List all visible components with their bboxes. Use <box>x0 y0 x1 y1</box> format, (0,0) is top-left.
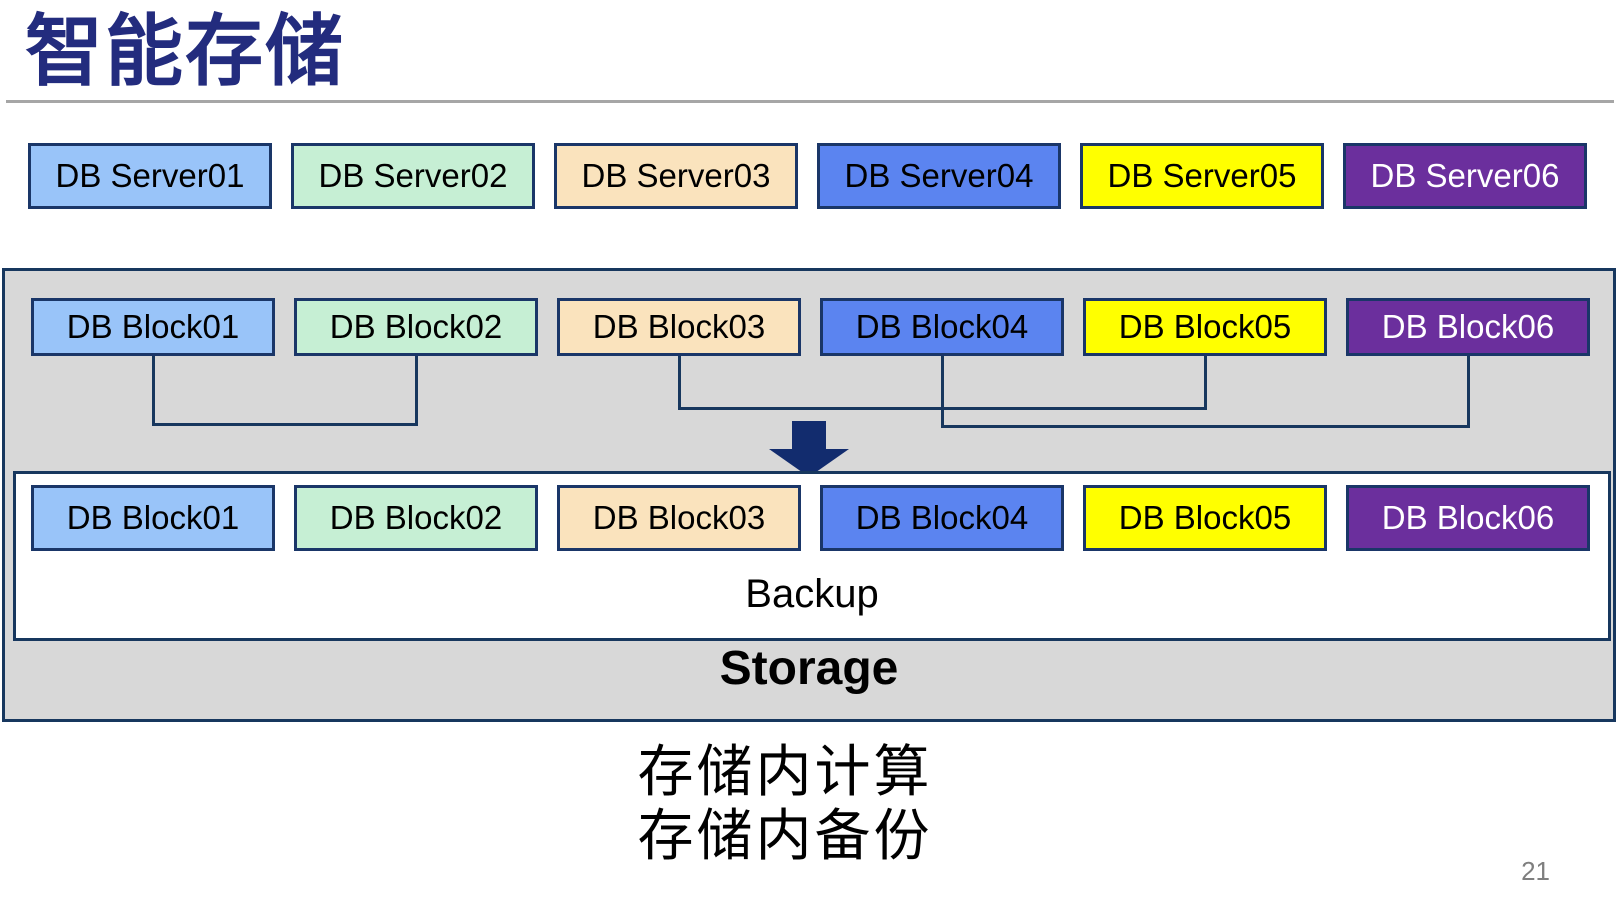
db-block-box: DB Block06 <box>1346 298 1590 356</box>
db-server-box: DB Server05 <box>1080 143 1324 209</box>
server-row: DB Server01 DB Server02 DB Server03 DB S… <box>28 143 1587 209</box>
db-block-box: DB Block04 <box>820 485 1064 551</box>
down-arrow-stem <box>792 421 826 450</box>
db-block-box: DB Block02 <box>294 298 538 356</box>
connector-line <box>152 423 418 426</box>
connector-line <box>415 356 418 426</box>
page-title: 智能存储 <box>25 7 346 95</box>
db-server-box: DB Server02 <box>291 143 535 209</box>
connector-line <box>941 425 1470 428</box>
db-block-box: DB Block05 <box>1083 298 1327 356</box>
db-block-row-source: DB Block01 DB Block02 DB Block03 DB Bloc… <box>31 298 1590 356</box>
db-server-box: DB Server06 <box>1343 143 1587 209</box>
db-block-box: DB Block01 <box>31 298 275 356</box>
connector-line <box>941 356 944 428</box>
caption-line: 存储内计算 <box>637 740 933 803</box>
db-server-box: DB Server04 <box>817 143 1061 209</box>
caption-block: 存储内计算 存储内备份 <box>0 740 1570 868</box>
db-block-box: DB Block02 <box>294 485 538 551</box>
down-arrow-icon <box>769 421 849 477</box>
connector-line <box>152 356 155 426</box>
db-block-box: DB Block05 <box>1083 485 1327 551</box>
db-block-box: DB Block06 <box>1346 485 1590 551</box>
title-divider <box>6 100 1614 103</box>
db-server-box: DB Server01 <box>28 143 272 209</box>
storage-label: Storage <box>719 642 899 695</box>
connector-line <box>1467 356 1470 428</box>
db-server-box: DB Server03 <box>554 143 798 209</box>
storage-container: DB Block01 DB Block02 DB Block03 DB Bloc… <box>2 268 1616 722</box>
backup-zone: DB Block01 DB Block02 DB Block03 DB Bloc… <box>13 471 1611 641</box>
db-block-row-backup: DB Block01 DB Block02 DB Block03 DB Bloc… <box>31 485 1590 551</box>
connector-line <box>678 356 681 410</box>
backup-label: Backup <box>745 572 879 616</box>
db-block-box: DB Block01 <box>31 485 275 551</box>
caption-line: 存储内备份 <box>637 804 933 867</box>
db-block-box: DB Block03 <box>557 298 801 356</box>
db-block-box: DB Block04 <box>820 298 1064 356</box>
db-block-box: DB Block03 <box>557 485 801 551</box>
page-number: 21 <box>1521 856 1550 886</box>
connector-line <box>1204 356 1207 410</box>
